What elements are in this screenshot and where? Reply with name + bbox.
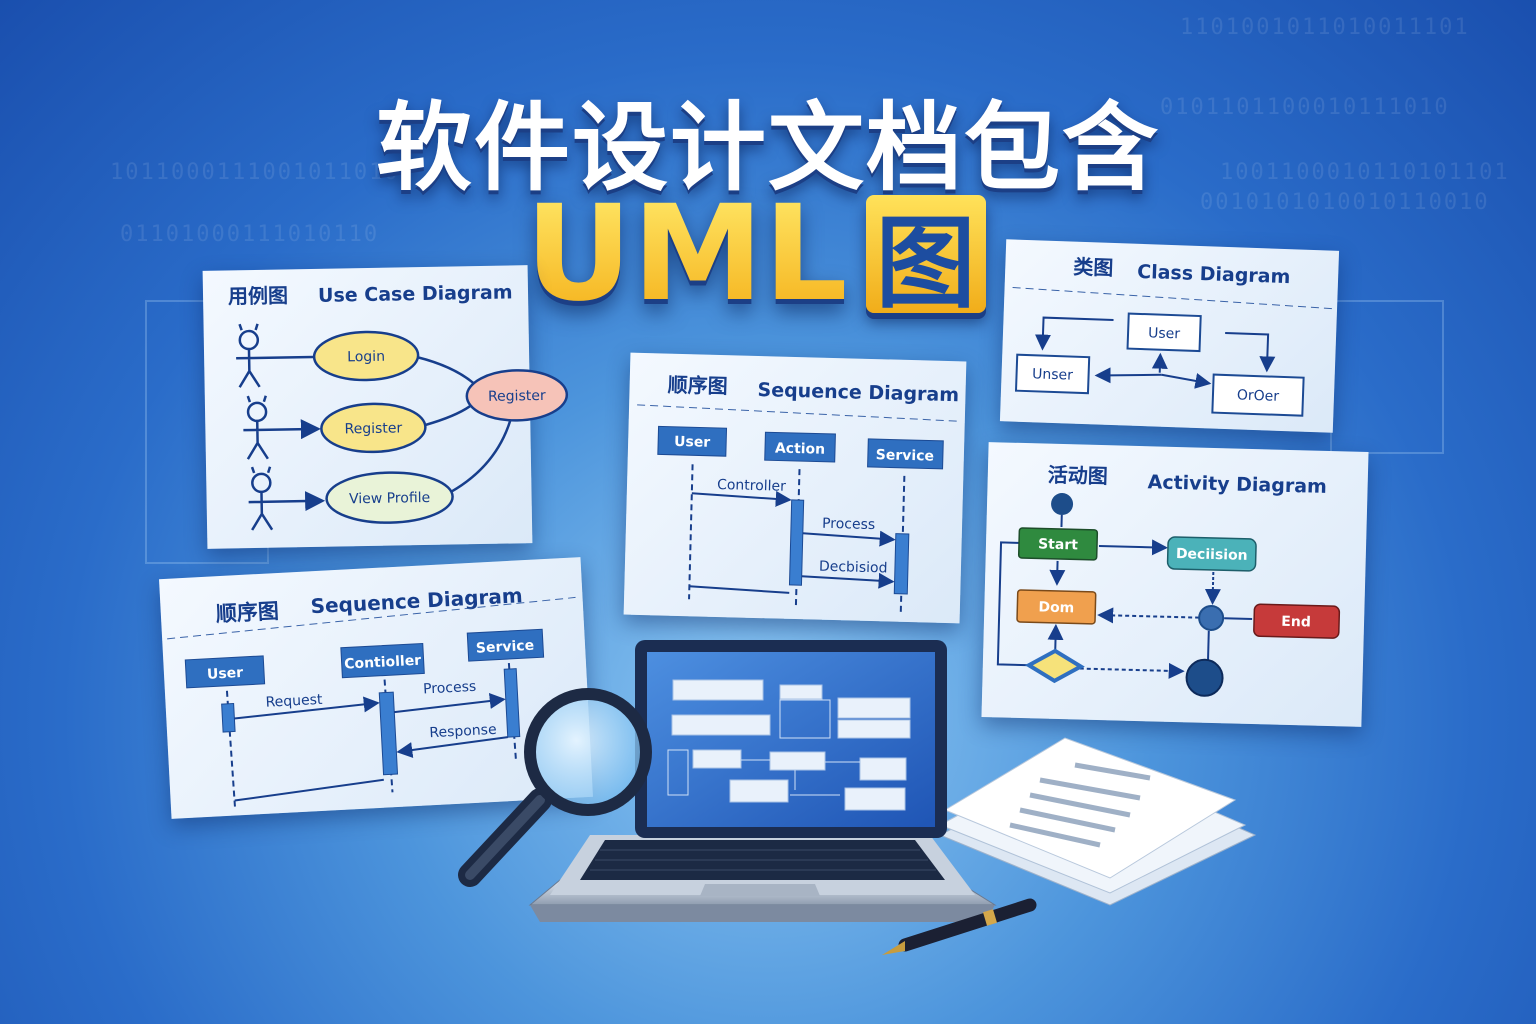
binary-text: 0010101010010110010 (1200, 190, 1490, 215)
binary-text: 1001100010110101101 (1220, 160, 1510, 185)
document-stack (938, 737, 1257, 906)
uml-text: UML (525, 177, 848, 331)
actor-icon (236, 323, 315, 531)
activity-title: Activity Diagram (1147, 471, 1327, 498)
lifeline-service: Service (876, 447, 935, 465)
message-process: Process (423, 679, 477, 698)
node-end: End (1281, 614, 1311, 631)
decision-diamond (1024, 648, 1085, 684)
node-dom: Dom (1038, 599, 1074, 616)
class-title-cn: 类图 (1073, 255, 1114, 280)
sequence-left-title-cn: 顺序图 (215, 599, 279, 626)
sequence-diagram-card-left: 顺序图 Sequence Diagram User Contioller Ser… (159, 557, 593, 819)
use-case-title: Use Case Diagram (318, 281, 513, 306)
trackpad (700, 884, 820, 896)
use-case-diagram-card: 用例图 Use Case Diagram Login Register View… (202, 265, 569, 549)
use-case-view-profile: View Profile (349, 490, 430, 507)
message-decision: Decbisiod (819, 559, 888, 577)
lifeline-service: Service (476, 638, 535, 657)
laptop (528, 640, 997, 922)
lifeline-action: Action (775, 440, 826, 457)
binary-text: 1011000111001011010 (110, 160, 400, 185)
sequence-title: Sequence Diagram (757, 379, 959, 406)
class-title: Class Diagram (1137, 261, 1291, 288)
binary-text: 1101001011010011101 (1180, 15, 1470, 40)
message-response: Response (429, 722, 497, 741)
tu-badge: 图 (865, 195, 986, 322)
node-decision: Deciision (1176, 546, 1248, 564)
sequence-title-cn: 顺序图 (667, 373, 728, 399)
node-start: Start (1038, 536, 1079, 553)
lifeline-user: User (674, 434, 711, 451)
magnifier-icon (458, 688, 652, 887)
sequence-diagram-card: 顺序图 Sequence Diagram User Action Service… (623, 352, 967, 624)
class-unser: Unser (1032, 366, 1074, 383)
class-order: OrOer (1237, 387, 1280, 404)
use-case-register-shared: Register (488, 388, 546, 405)
lifeline-user: User (207, 665, 244, 683)
lifeline-controller: Contioller (344, 653, 422, 673)
activity-title-cn: 活动图 (1048, 463, 1109, 489)
binary-text: 01101000111010110 (120, 222, 380, 247)
class-user: User (1148, 325, 1181, 342)
message-request: Request (265, 692, 323, 711)
initial-node (1051, 493, 1074, 516)
message-controller: Controller (717, 477, 787, 495)
activity-diagram-card: 活动图 Activity Diagram Start Deciision Dom… (981, 442, 1369, 727)
uml-title: UML 图 (525, 177, 986, 331)
class-diagram-card: 类图 Class Diagram User Unser OrOer (999, 239, 1340, 433)
use-case-register: Register (344, 420, 402, 437)
pen-icon (882, 898, 1037, 955)
message-process: Process (822, 516, 876, 533)
use-case-login: Login (347, 349, 385, 366)
page-title: 软件设计文档包含 (376, 92, 1160, 204)
use-case-title-cn: 用例图 (228, 283, 288, 308)
binary-text: 0101101100010111010 (1160, 95, 1450, 120)
